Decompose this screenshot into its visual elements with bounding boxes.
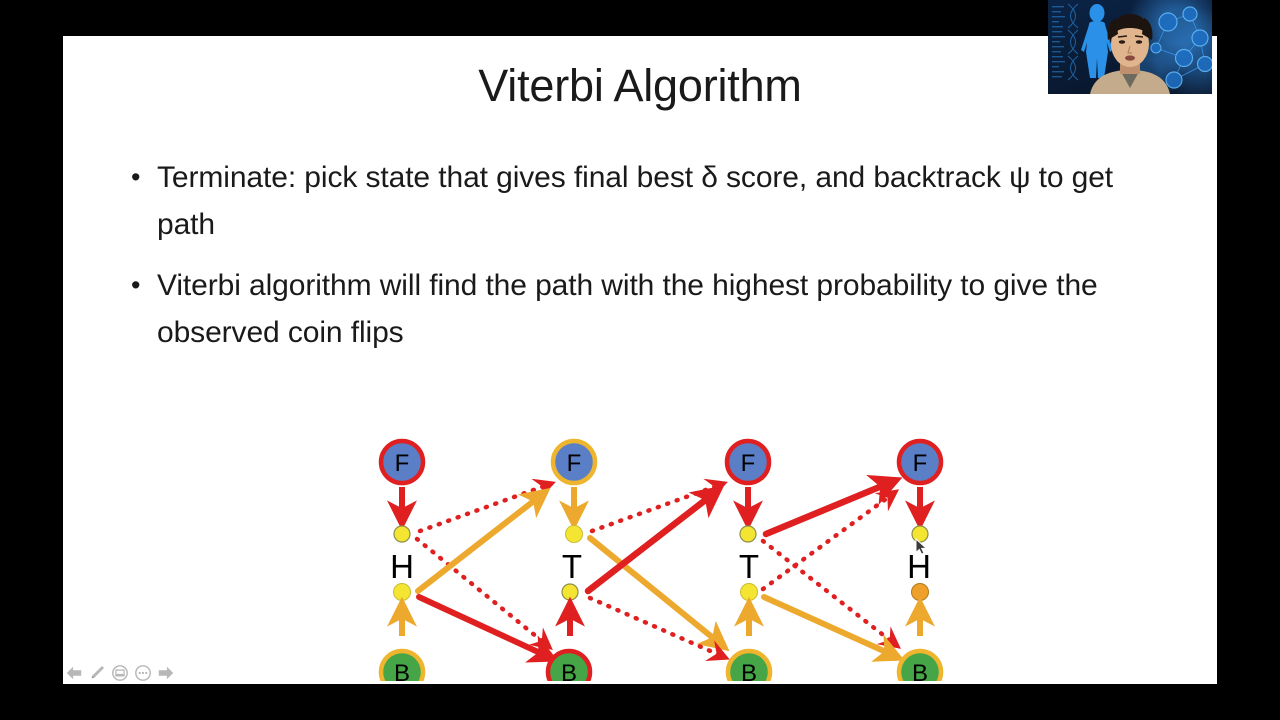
state-node-fair-1[interactable]	[378, 438, 426, 486]
video-frame-content	[1052, 3, 1212, 94]
pen-annotation-tool[interactable]	[88, 664, 106, 682]
bullet-marker-icon: •	[131, 270, 141, 300]
transition-arrow-b3-b4	[761, 594, 905, 662]
observation-label-3: T	[739, 548, 759, 585]
state-node-label: F	[395, 450, 410, 477]
list-item: • Terminate: pick state that gives final…	[125, 154, 1155, 248]
state-node-label: B	[394, 660, 410, 681]
transition-arrow-f2-f3	[589, 478, 728, 534]
person-mouth	[1125, 55, 1135, 61]
dna-strip-graphic	[1067, 3, 1079, 81]
person-hair-left	[1107, 18, 1118, 40]
person-brow-right	[1134, 35, 1144, 38]
silhouette-graphic	[1081, 4, 1113, 78]
observation-label-1: H	[390, 548, 414, 585]
person-eye-left	[1118, 40, 1126, 44]
person-nose	[1127, 45, 1132, 54]
slide-view-toggle[interactable]	[111, 664, 129, 682]
emission-dot-top-2[interactable]	[565, 525, 583, 543]
person-brow-left	[1117, 35, 1128, 38]
state-node-fair-2[interactable]	[550, 438, 598, 486]
bullet-text: Viterbi algorithm will find the path wit…	[157, 269, 1098, 349]
state-node-fair-4[interactable]	[896, 438, 944, 486]
state-node-label: F	[741, 450, 756, 477]
state-node-biased-1[interactable]	[378, 648, 426, 681]
arrow-left-icon	[66, 666, 82, 680]
person-face	[1111, 21, 1149, 67]
pen-icon	[91, 665, 105, 679]
bullet-text: Terminate: pick state that gives final b…	[157, 161, 1114, 241]
code-text-graphic	[1052, 6, 1065, 78]
state-node-label: B	[912, 660, 928, 681]
emission-dot-bottom-2[interactable]	[561, 583, 579, 601]
bullet-marker-icon: •	[131, 162, 141, 192]
person-eye-right	[1135, 40, 1143, 44]
presentation-slide[interactable]: Viterbi Algorithm • Terminate: pick stat…	[63, 36, 1217, 684]
state-node-biased-2[interactable]	[545, 648, 593, 681]
emission-dot-bottom-3[interactable]	[740, 583, 758, 601]
presenter-video-thumbnail[interactable]	[1048, 0, 1212, 94]
trellis-column-4: F H B	[896, 438, 944, 681]
transition-arrow-f3-b4	[760, 538, 901, 649]
transition-arrow-b1-f2	[415, 487, 551, 594]
transition-arrow-f1-f2	[417, 478, 556, 534]
observation-label-2: T	[562, 548, 582, 585]
transition-arrow-b2-b3	[587, 595, 730, 661]
transition-arrow-b2-f3	[584, 485, 725, 595]
trellis-column-3: F T B	[724, 438, 773, 681]
list-item: • Viterbi algorithm will find the path w…	[125, 262, 1155, 356]
transition-arrow-f1-b2	[414, 536, 553, 650]
emission-dot-bottom-4[interactable]	[911, 583, 929, 601]
network-nodes-graphic	[1150, 6, 1212, 89]
hmm-viterbi-trellis-diagram: F H B F	[63, 391, 1217, 681]
arrow-right-icon	[158, 666, 174, 680]
state-node-biased-3[interactable]	[725, 648, 773, 681]
transition-arrow-f3-f4	[762, 474, 903, 538]
emission-dot-top-3[interactable]	[739, 525, 757, 543]
state-node-label: F	[567, 450, 582, 477]
person-hair	[1109, 14, 1151, 44]
state-node-fair-3[interactable]	[724, 438, 772, 486]
mouse-pointer-icon	[915, 537, 928, 555]
emission-dot-top-4[interactable]	[911, 525, 929, 543]
state-node-label: F	[913, 450, 928, 477]
previous-slide-arrow[interactable]	[65, 664, 83, 682]
state-node-label: B	[561, 660, 577, 681]
person-hair-right	[1142, 18, 1153, 40]
transition-arrow-f2-b3	[587, 535, 730, 652]
state-node-biased-4[interactable]	[896, 648, 944, 681]
trellis-svg: F H B F	[378, 438, 944, 681]
trellis-column-2: F T B	[545, 438, 598, 681]
presenter-toolbar	[65, 663, 175, 683]
trellis-column-1: F H B	[378, 438, 426, 681]
slideshow-icon	[112, 665, 128, 681]
bullet-list: • Terminate: pick state that gives final…	[125, 154, 1155, 370]
emission-dot-bottom-1[interactable]	[393, 583, 411, 601]
page-title: Viterbi Algorithm	[478, 60, 802, 111]
state-node-label: B	[741, 660, 757, 681]
transition-arrow-b1-b2	[416, 594, 559, 663]
next-slide-arrow[interactable]	[157, 664, 175, 682]
emission-dot-top-1[interactable]	[393, 525, 411, 543]
transition-arrow-b3-f4	[760, 489, 900, 592]
more-options-icon	[135, 665, 151, 681]
observation-label-4: H	[907, 548, 931, 585]
more-options-menu[interactable]	[134, 664, 152, 682]
